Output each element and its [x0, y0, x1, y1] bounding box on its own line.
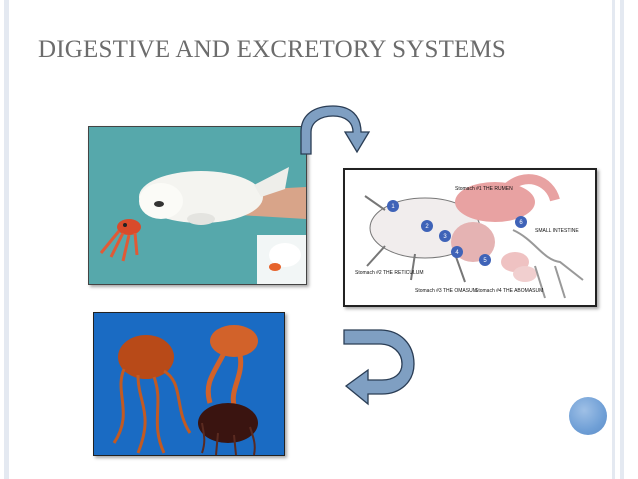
slide-title: DIGESTIVE AND EXCRETORY SYSTEMS	[38, 36, 507, 63]
slide-frame-right-outer	[620, 0, 624, 479]
slide-frame-left	[4, 0, 9, 479]
diagram-label-rumen: Stomach #1 THE RUMEN	[455, 186, 513, 192]
diagram-label-abomasum: Stomach #4 THE ABOMASUM	[475, 288, 543, 294]
whale-photo	[88, 126, 307, 285]
diagram-number: 5	[483, 258, 487, 264]
diagram-number: 6	[519, 220, 523, 226]
cow-stomach-diagram: 1 2 3 4 5 6 Stomach #1 THE RUMEN Stomach…	[343, 168, 597, 307]
curved-arrow-right-down-icon	[295, 102, 375, 158]
diagram-label-small-intestine: SMALL INTESTINE	[535, 228, 579, 234]
diagram-number: 2	[425, 224, 429, 230]
diagram-number: 1	[391, 204, 395, 210]
curved-arrow-left-icon	[342, 326, 418, 408]
diagram-number: 3	[443, 234, 447, 240]
jellyfish-photo	[93, 312, 285, 456]
slide-frame-right-inner	[612, 0, 615, 479]
diagram-label-reticulum: Stomach #2 THE RETICULUM	[355, 270, 424, 276]
diagram-label-omasum: Stomach #3 THE OMASUM	[415, 288, 477, 294]
diagram-number: 4	[455, 250, 459, 256]
whale-illustration	[89, 127, 306, 284]
circle-dot-icon	[569, 397, 607, 435]
